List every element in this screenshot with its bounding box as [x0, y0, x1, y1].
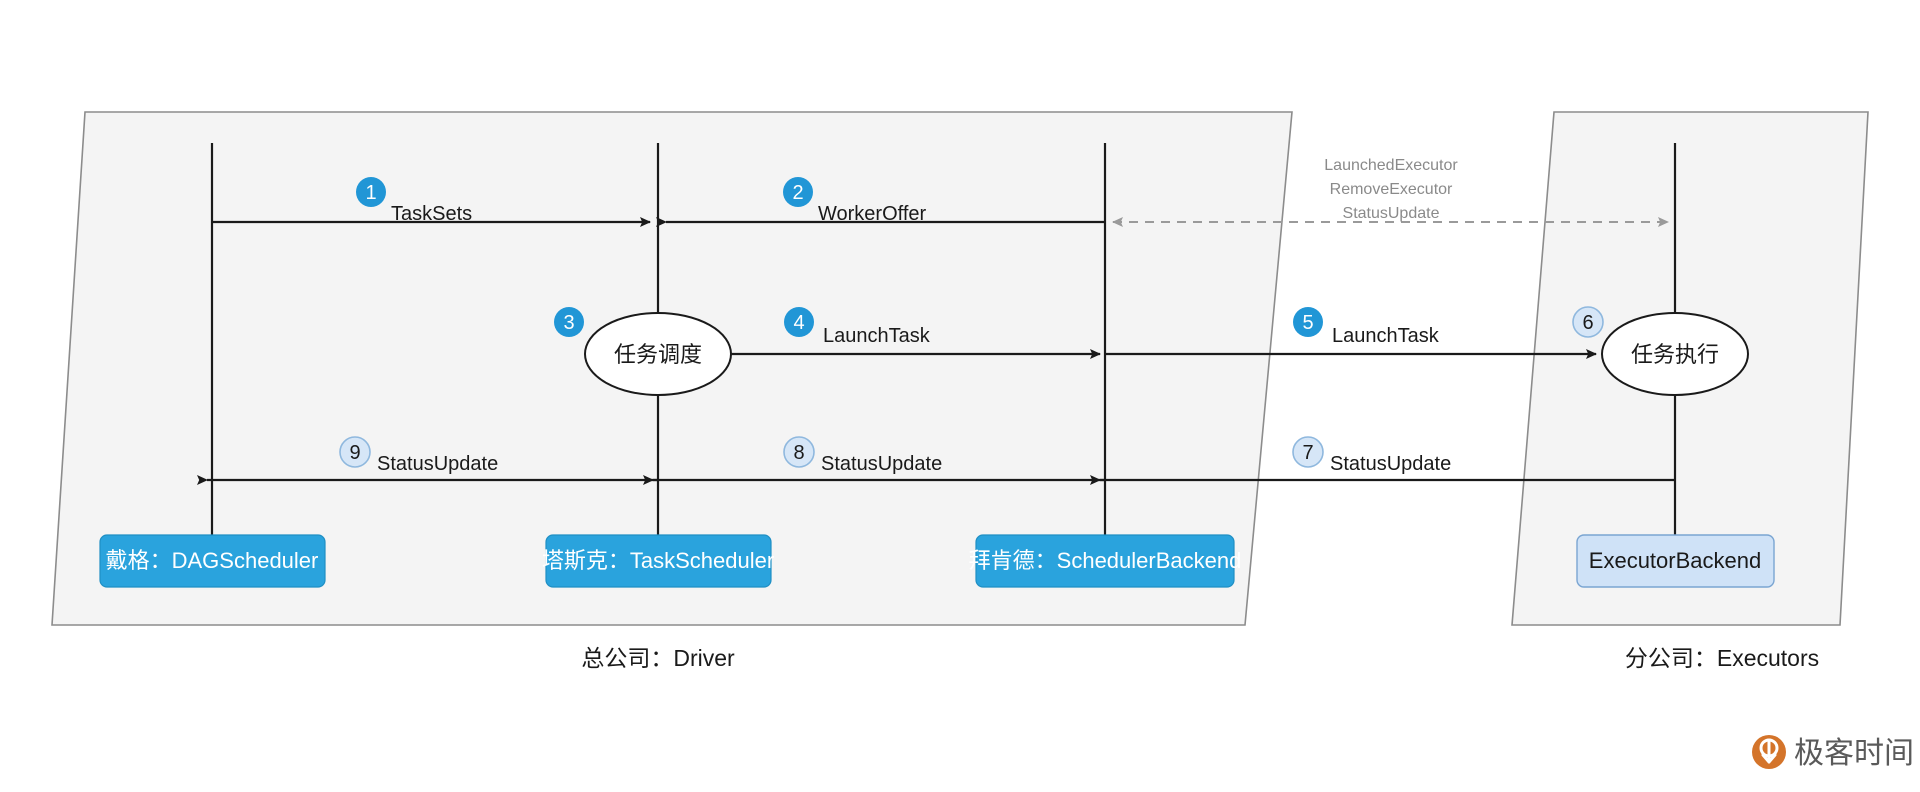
msg-label-launchtask-driver: LaunchTask [823, 325, 931, 347]
badge-4-number: 4 [793, 312, 804, 334]
lane-caption-driver: 总公司：Driver [581, 645, 735, 671]
badge-2 [783, 177, 813, 207]
watermark-text: 极客时间 [1794, 737, 1914, 770]
badge-1 [356, 177, 386, 207]
badge-5-number: 5 [1302, 312, 1313, 334]
badge-6 [1572, 306, 1604, 338]
badge-8 [783, 436, 815, 468]
badge-4 [784, 307, 814, 337]
badge-5 [1293, 307, 1323, 337]
lane-caption-executors: 分公司：Executors [1625, 645, 1819, 671]
dashed-note-line2: RemoveExecutor [1330, 181, 1453, 198]
badge-1-number: 1 [365, 182, 376, 204]
badge-3-number: 3 [563, 312, 574, 334]
msg-label-statusupdate-9: StatusUpdate [377, 453, 498, 475]
node-dagscheduler[interactable] [99, 534, 326, 588]
watermark-logo-arrow-icon [1761, 739, 1777, 764]
badge-7-number: 7 [1302, 442, 1313, 464]
node-schedulerbackend[interactable] [975, 534, 1235, 588]
msg-label-statusupdate-7: StatusUpdate [1330, 453, 1451, 475]
badge-3 [554, 307, 584, 337]
msg-label-statusupdate-8: StatusUpdate [821, 453, 942, 475]
node-dagscheduler-label: 戴格：DAGScheduler [106, 548, 319, 573]
ellipse-task-execution [1601, 312, 1749, 396]
node-taskscheduler-label: 塔斯克：TaskScheduler [542, 548, 774, 573]
watermark-logo-ring-icon [1759, 738, 1779, 758]
dashed-note-line1: LaunchedExecutor [1324, 157, 1458, 174]
msg-label-launchtask-executor: LaunchTask [1332, 325, 1440, 347]
watermark-geektime: 极客时间 [1752, 735, 1914, 770]
ellipse-task-execution-label: 任务执行 [1631, 342, 1719, 367]
badge-9-number: 9 [349, 442, 360, 464]
node-executorbackend-label: ExecutorBackend [1589, 548, 1761, 573]
msg-label-workeroffer: WorkerOffer [818, 203, 927, 225]
badge-7 [1292, 436, 1324, 468]
node-executorbackend[interactable] [1576, 534, 1775, 588]
badge-2-number: 2 [792, 182, 803, 204]
badge-9 [339, 436, 371, 468]
node-schedulerbackend-label: 拜肯德：SchedulerBackend [969, 548, 1242, 573]
ellipse-task-scheduling-label: 任务调度 [614, 342, 702, 367]
msg-label-tasksets: TaskSets [391, 203, 472, 225]
badge-6-number: 6 [1582, 312, 1593, 334]
node-taskscheduler[interactable] [545, 534, 772, 588]
badge-8-number: 8 [793, 442, 804, 464]
dashed-note-line3: StatusUpdate [1343, 205, 1440, 222]
